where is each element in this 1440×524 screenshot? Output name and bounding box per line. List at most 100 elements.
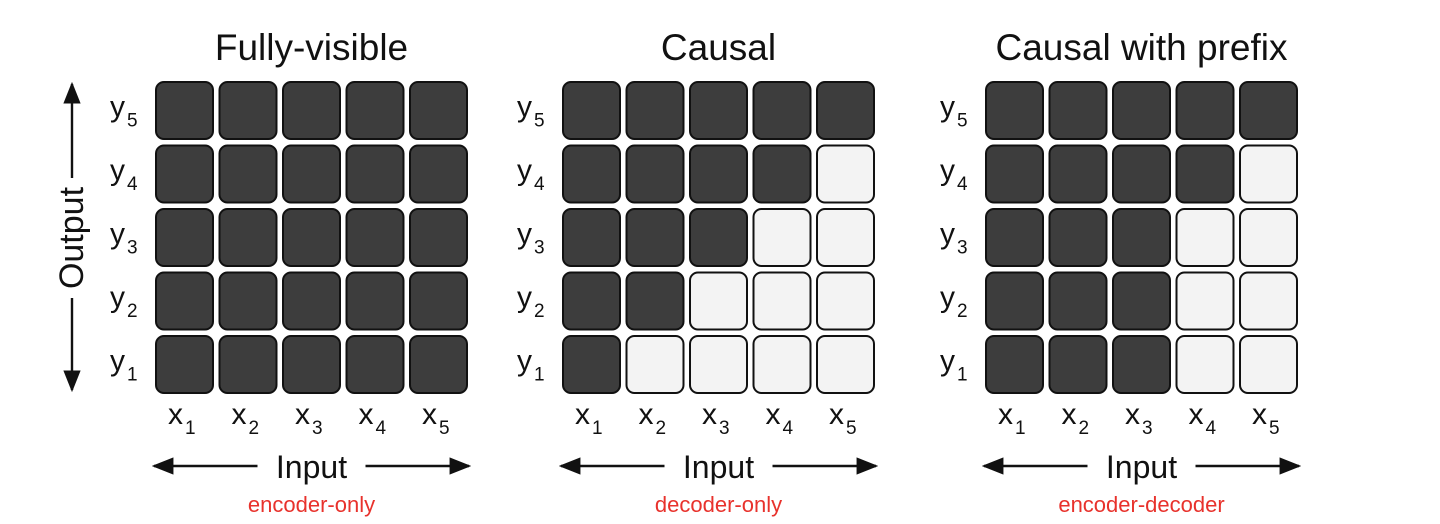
mask-cell-visible [689, 144, 748, 204]
mask-cell-visible [1239, 81, 1298, 140]
mask-cell-visible [155, 81, 214, 140]
mask-cell-visible [155, 335, 214, 394]
mask-cell-visible [752, 144, 812, 204]
mask-cell-visible [345, 81, 405, 140]
mask-cell-visible [345, 271, 405, 331]
mask-cell-visible [1048, 335, 1108, 394]
mask-cell-visible [625, 271, 685, 331]
mask-cell-visible [689, 208, 748, 267]
mask-cell-visible [1048, 144, 1108, 204]
panel-caption: encoder-decoder [1058, 492, 1224, 517]
mask-cell-visible [345, 208, 405, 267]
panel-title: Causal with prefix [995, 27, 1288, 68]
mask-cell-masked [1175, 335, 1235, 394]
mask-cell-visible [1112, 144, 1171, 204]
mask-cell-visible [218, 144, 278, 204]
mask-cell-visible [218, 335, 278, 394]
mask-cell-visible [155, 208, 214, 267]
mask-cell-masked [1239, 271, 1298, 331]
mask-cell-visible [562, 208, 621, 267]
mask-cell-visible [218, 81, 278, 140]
input-axis-label: Input [276, 449, 347, 485]
input-axis-label: Input [1106, 449, 1177, 485]
mask-cell-visible [752, 81, 812, 140]
output-axis-label: Output [53, 186, 91, 289]
mask-cell-visible [282, 81, 341, 140]
mask-cell-visible [1112, 271, 1171, 331]
mask-cell-masked [816, 144, 875, 204]
mask-cell-visible [1175, 144, 1235, 204]
panel-title: Causal [661, 27, 776, 68]
mask-cell-visible [562, 81, 621, 140]
mask-cell-visible [409, 81, 468, 140]
mask-cell-visible [1112, 81, 1171, 140]
mask-cell-visible [409, 144, 468, 204]
mask-cell-visible [562, 144, 621, 204]
mask-cell-masked [1175, 208, 1235, 267]
mask-cell-visible [985, 208, 1044, 267]
mask-cell-masked [689, 335, 748, 394]
mask-cell-visible [282, 208, 341, 267]
mask-cell-visible [155, 271, 214, 331]
mask-cell-masked [752, 335, 812, 394]
mask-cell-visible [985, 335, 1044, 394]
mask-cell-visible [562, 271, 621, 331]
mask-cell-visible [409, 335, 468, 394]
mask-cell-visible [409, 271, 468, 331]
mask-cell-visible [218, 271, 278, 331]
panel-title: Fully-visible [215, 27, 408, 68]
mask-cell-visible [345, 144, 405, 204]
mask-cell-masked [752, 208, 812, 267]
mask-cell-visible [218, 208, 278, 267]
mask-cell-visible [562, 335, 621, 394]
mask-cell-visible [1112, 208, 1171, 267]
mask-cell-visible [625, 144, 685, 204]
output-axis: Output [53, 81, 91, 393]
mask-cell-visible [1175, 81, 1235, 140]
mask-cell-masked [625, 335, 685, 394]
mask-cell-masked [689, 271, 748, 331]
mask-cell-visible [1048, 208, 1108, 267]
mask-cell-visible [282, 144, 341, 204]
mask-cell-masked [816, 208, 875, 267]
mask-cell-visible [625, 81, 685, 140]
mask-cell-visible [625, 208, 685, 267]
mask-cell-visible [282, 335, 341, 394]
mask-cell-masked [1239, 335, 1298, 394]
mask-cell-masked [816, 271, 875, 331]
mask-cell-masked [816, 335, 875, 394]
panel-caption: decoder-only [655, 492, 782, 517]
mask-cell-visible [985, 81, 1044, 140]
panel-caption: encoder-only [248, 492, 375, 517]
